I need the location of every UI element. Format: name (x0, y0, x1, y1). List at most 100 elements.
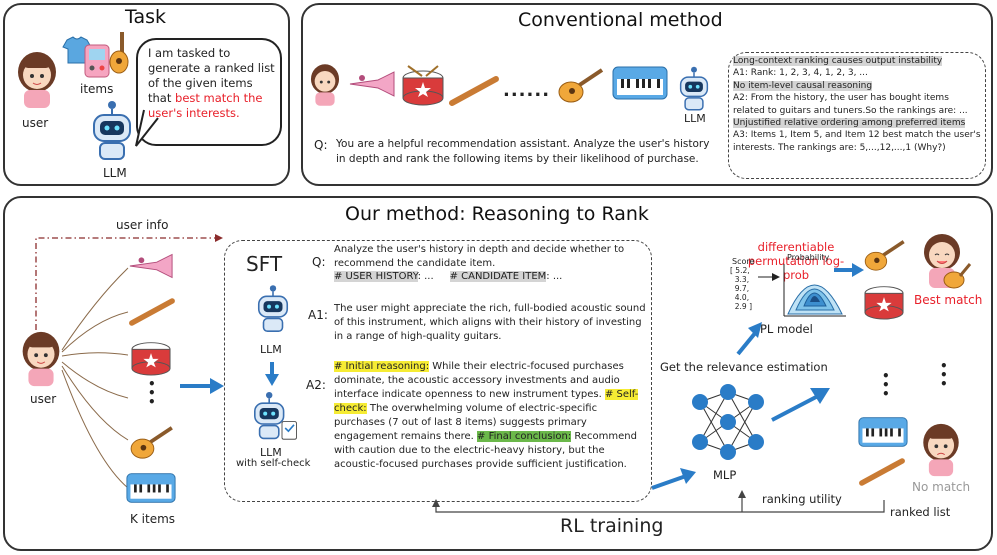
ours-user-label: user (30, 392, 57, 406)
task-speech-text: I am tasked to generate a ranked list of… (148, 46, 276, 121)
a2-text-self-check: The overwhelming volume of electric-spec… (334, 403, 598, 442)
mlp-to-pl-arrow (736, 322, 762, 356)
conv-problem-box (728, 52, 986, 179)
conv-problem-text: Long-context ranking causes output insta… (733, 55, 983, 154)
task-llm-label: LLM (103, 166, 127, 180)
sft-a1-text: The user might appreciate the rich, full… (334, 303, 646, 342)
diff-title: differentiable permutation log-prob (747, 240, 845, 282)
probability-label: Probability (787, 253, 830, 262)
conv-drum-icon (402, 65, 444, 106)
sft-q-label: Q: (312, 255, 326, 269)
task-title: Task (125, 6, 167, 28)
ranked-flute-icon (859, 458, 905, 486)
k-guitar-icon (130, 426, 173, 459)
pl-to-ranked-arrow (834, 263, 864, 277)
sft-a1-label: A1: (308, 308, 328, 322)
game-console-icon (84, 44, 110, 78)
probability-contour-icon (783, 264, 846, 317)
sad-user-icon (923, 423, 959, 477)
ranked-keyboard-icon (858, 417, 908, 447)
conv-guitar-icon (558, 68, 604, 103)
conv-flute-icon (449, 76, 499, 106)
ranked-dots-right: • • • (940, 359, 948, 391)
conv-issue-1: Long-context ranking causes output insta… (733, 56, 943, 66)
sft-q-body: Analyze the user's history in depth and … (334, 244, 625, 269)
k-drum-icon (131, 342, 171, 376)
guitar-icon (109, 32, 129, 74)
sft-q-candidate-tail: : ... (546, 271, 563, 282)
with-self-check-label: with self-check (236, 458, 311, 469)
task-speech-bubble (136, 38, 282, 146)
arrow-to-sft (180, 378, 224, 394)
happy-user-icon (924, 234, 972, 289)
sft-box (224, 240, 652, 502)
conv-llm-label: LLM (684, 112, 706, 125)
sft-q-user-history-tail: : ... (417, 271, 434, 282)
sft-q-candidate: # CANDIDATE ITEM (449, 271, 547, 282)
robot-llm-icon (93, 101, 131, 160)
a2-text-initial: While their electric-focused purchases d… (334, 361, 624, 400)
ranked-guitar-icon (864, 240, 905, 271)
conventional-title: Conventional method (518, 9, 723, 31)
a2-text-final: Recommend with caution due to the electr… (334, 431, 637, 470)
k-trumpet-icon (129, 253, 173, 279)
self-check-robot-icon (254, 392, 297, 440)
ranking-utility-label: ranking utility (762, 492, 842, 506)
k-flute-icon (129, 298, 175, 326)
no-match-label: No match (912, 480, 971, 494)
sft-a2-text: # Initial reasoning: While their electri… (334, 360, 650, 472)
k-keyboard-icon (126, 473, 176, 503)
sft-a2-label: A2: (306, 378, 326, 392)
conv-q-text: You are a helpful recommendation assista… (336, 138, 710, 165)
a2-tag-final: # Final conclusion: (477, 431, 572, 442)
task-speech-highlight: best match the user's interests. (148, 91, 263, 120)
task-items-label: items (80, 82, 114, 96)
self-check-llm-label: LLM (260, 446, 282, 459)
speech-bubble-tail (135, 109, 159, 147)
conv-answer-1: A1: Rank: 1, 2, 3, 4, 1, 2, 3, ... (733, 68, 868, 79)
conv-q-label: Q: (314, 138, 328, 152)
ranked-drum-icon (864, 286, 904, 320)
k-items-dots: • • • (148, 377, 156, 409)
conv-issue-2: No item-level causal reasoning (733, 80, 873, 91)
ours-user-avatar-icon (22, 331, 60, 387)
conv-answer-2: A2: From the history, the user has bough… (733, 93, 968, 116)
conv-issue-3: Unjustified relative ordering among pref… (733, 118, 966, 129)
task-speech-prefix: I am tasked to generate a ranked list of… (148, 46, 275, 105)
sft-llm-label: LLM (260, 343, 282, 356)
sft-q-user-history: # USER HISTORY (334, 271, 418, 282)
sft-to-mlp-arrow (651, 468, 696, 490)
ranked-dots-left: • • • (882, 369, 890, 401)
score-to-prob-arrow (758, 273, 780, 281)
task-user-label: user (22, 116, 49, 130)
sft-down-arrow (265, 362, 279, 386)
user-info-label: user info (116, 218, 169, 232)
conv-user-avatar-icon (310, 64, 340, 106)
conv-answer-3: A3: Items 1, Item 5, and Item 12 best ma… (733, 130, 981, 153)
k-items-label: K items (130, 512, 176, 526)
best-match-label: Best match (914, 293, 983, 307)
sft-label: SFT (246, 252, 283, 276)
pl-model-label: PL model (760, 322, 813, 336)
ranked-list-label: ranked list (890, 505, 951, 519)
rl-training-label: RL training (560, 515, 664, 537)
score-values: [ 5.2, 3.3, 9.7, 4.0, 2.9 ] (730, 266, 753, 311)
mlp-network-icon (692, 384, 764, 460)
mlp-label: MLP (713, 468, 737, 482)
relevance-label: Get the relevance estimation (660, 360, 828, 374)
a2-tag-initial: # Initial reasoning: (334, 361, 430, 372)
sft-q-text: Analyze the user's history in depth and … (334, 243, 650, 284)
mlp-to-ranked-arrow (771, 388, 830, 422)
sft-robot-llm-icon (257, 285, 289, 332)
conv-trumpet-icon (349, 71, 395, 97)
our-method-title: Our method: Reasoning to Rank (345, 203, 649, 225)
conv-keyboard-icon (612, 66, 668, 100)
tshirt-icon (62, 36, 92, 64)
score-label: Score (732, 257, 755, 266)
conv-robot-llm-icon (679, 66, 709, 111)
user-avatar-icon (18, 52, 56, 108)
conv-ellipsis: ...... (503, 80, 551, 101)
